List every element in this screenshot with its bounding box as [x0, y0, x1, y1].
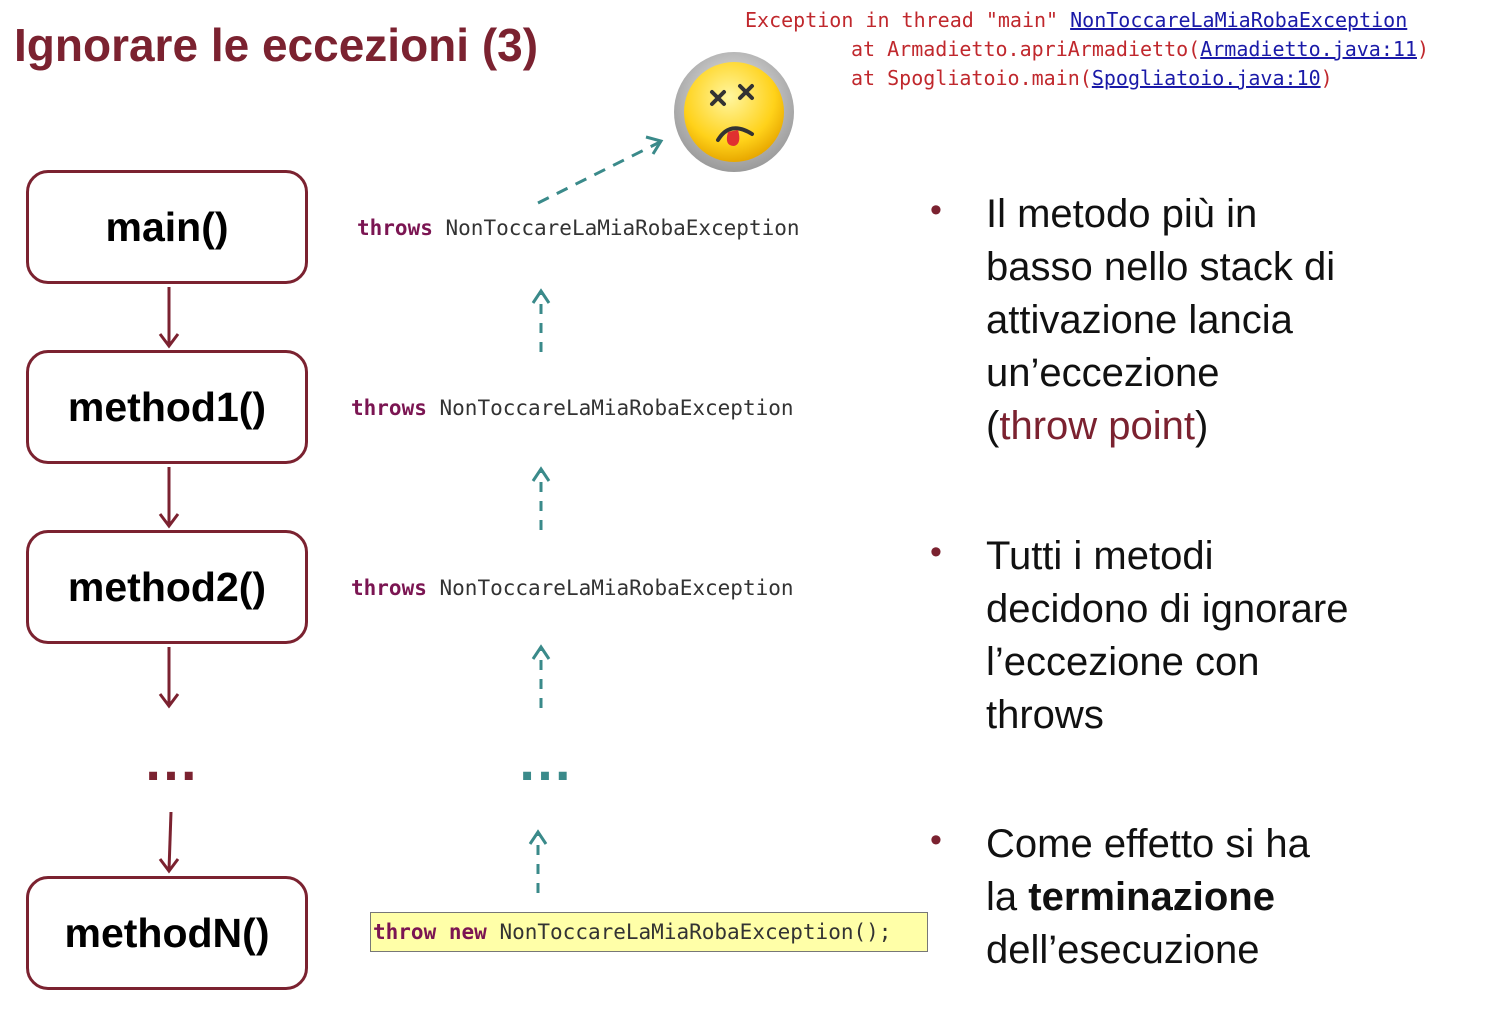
paren-open: ( [986, 404, 1000, 448]
trace-line3-end: ) [1320, 66, 1333, 90]
stack-box-method1: method1() [26, 350, 308, 464]
trace-spogliatoio-link[interactable]: Spogliatoio.java:10 [1091, 66, 1321, 90]
throws-keyword: throws [357, 216, 433, 240]
call-arrows [158, 287, 180, 874]
new-keyword: new [448, 920, 487, 944]
trace-line2-text: at Armadietto.apriArmadietto( [851, 37, 1201, 61]
exception-name: NonToccareLaMiaRobaException [445, 216, 800, 240]
stack-label-method1: method1() [67, 383, 267, 430]
trace-line2-end: ) [1416, 37, 1429, 61]
propagation-arrows [528, 135, 664, 893]
bullet-dot: • [930, 821, 942, 859]
trace-line2: at Armadietto.apriArmadietto(Armadietto.… [851, 35, 1429, 64]
bullet1-line3: attivazione lancia [986, 298, 1293, 342]
stack-ellipsis: … [143, 729, 205, 792]
throw-keyword: throw [373, 920, 437, 944]
throws-line-method1: throws NonToccareLaMiaRobaException [351, 396, 794, 420]
bullet2-line1: Tutti i metodi [986, 534, 1214, 578]
bullet1-line5: (throw point) [986, 400, 1335, 453]
code-ellipsis: … [517, 729, 579, 792]
bullet-ignore-throws: • Tutti i metodi decidono di ignorare l’… [930, 530, 1348, 742]
bullet1-line1: Il metodo più in [986, 192, 1258, 236]
trace-armadietto-link[interactable]: Armadietto.java:11 [1200, 37, 1417, 61]
stack-label-methodN: methodN() [64, 909, 270, 956]
stack-trace: Exception in thread "main" NonToccareLaM… [745, 6, 1407, 35]
bullet3-line2: la terminazione [986, 871, 1310, 924]
throw-statement: throw new NonToccareLaMiaRobaException()… [370, 912, 928, 952]
stack-label-method2: method2() [67, 563, 267, 610]
stack-box-methodN: methodN() [26, 876, 308, 990]
stack-label-main: main() [105, 203, 229, 250]
bullet2-line3: l’eccezione con [986, 640, 1260, 684]
throw-point-term: throw point [999, 404, 1195, 448]
trace-line3: at Spogliatoio.main(Spogliatoio.java:10) [851, 64, 1333, 93]
slide-title: Ignorare le eccezioni (3) [14, 19, 539, 71]
throws-keyword: throws [351, 396, 427, 420]
trace-exception-link[interactable]: NonToccareLaMiaRobaException [1070, 8, 1408, 32]
bullet-dot: • [930, 533, 942, 571]
exception-name: NonToccareLaMiaRobaException [439, 576, 794, 600]
bullet-dot: • [930, 191, 942, 229]
bullet3-prefix: la [986, 875, 1029, 919]
throws-line-main: throws NonToccareLaMiaRobaException [357, 216, 800, 240]
bullet3-line3: dell’esecuzione [986, 928, 1260, 972]
throws-line-method2: throws NonToccareLaMiaRobaException [351, 576, 794, 600]
bullet-throw-point: • Il metodo più in basso nello stack di … [930, 188, 1335, 453]
paren-close: ) [1195, 404, 1209, 448]
trace-line1-text: Exception in thread "main" [745, 8, 1071, 32]
trace-line3-text: at Spogliatoio.main( [851, 66, 1092, 90]
bullet1-line4: un’eccezione [986, 351, 1220, 395]
exception-name: NonToccareLaMiaRobaException [439, 396, 794, 420]
stack-box-method2: method2() [26, 530, 308, 644]
bullet2-line4: throws [986, 693, 1104, 737]
stack-box-main: main() [26, 170, 308, 284]
dizzy-face-icon [674, 52, 794, 172]
bullet3-line1: Come effetto si ha [986, 822, 1310, 866]
bullet2-line2: decidono di ignorare [986, 587, 1349, 631]
termination-term: terminazione [1028, 875, 1275, 919]
throw-call: NonToccareLaMiaRobaException(); [499, 920, 892, 944]
bullet1-line2: basso nello stack di [986, 245, 1336, 289]
bullet-termination: • Come effetto si ha la terminazione del… [930, 818, 1310, 977]
throws-keyword: throws [351, 576, 427, 600]
